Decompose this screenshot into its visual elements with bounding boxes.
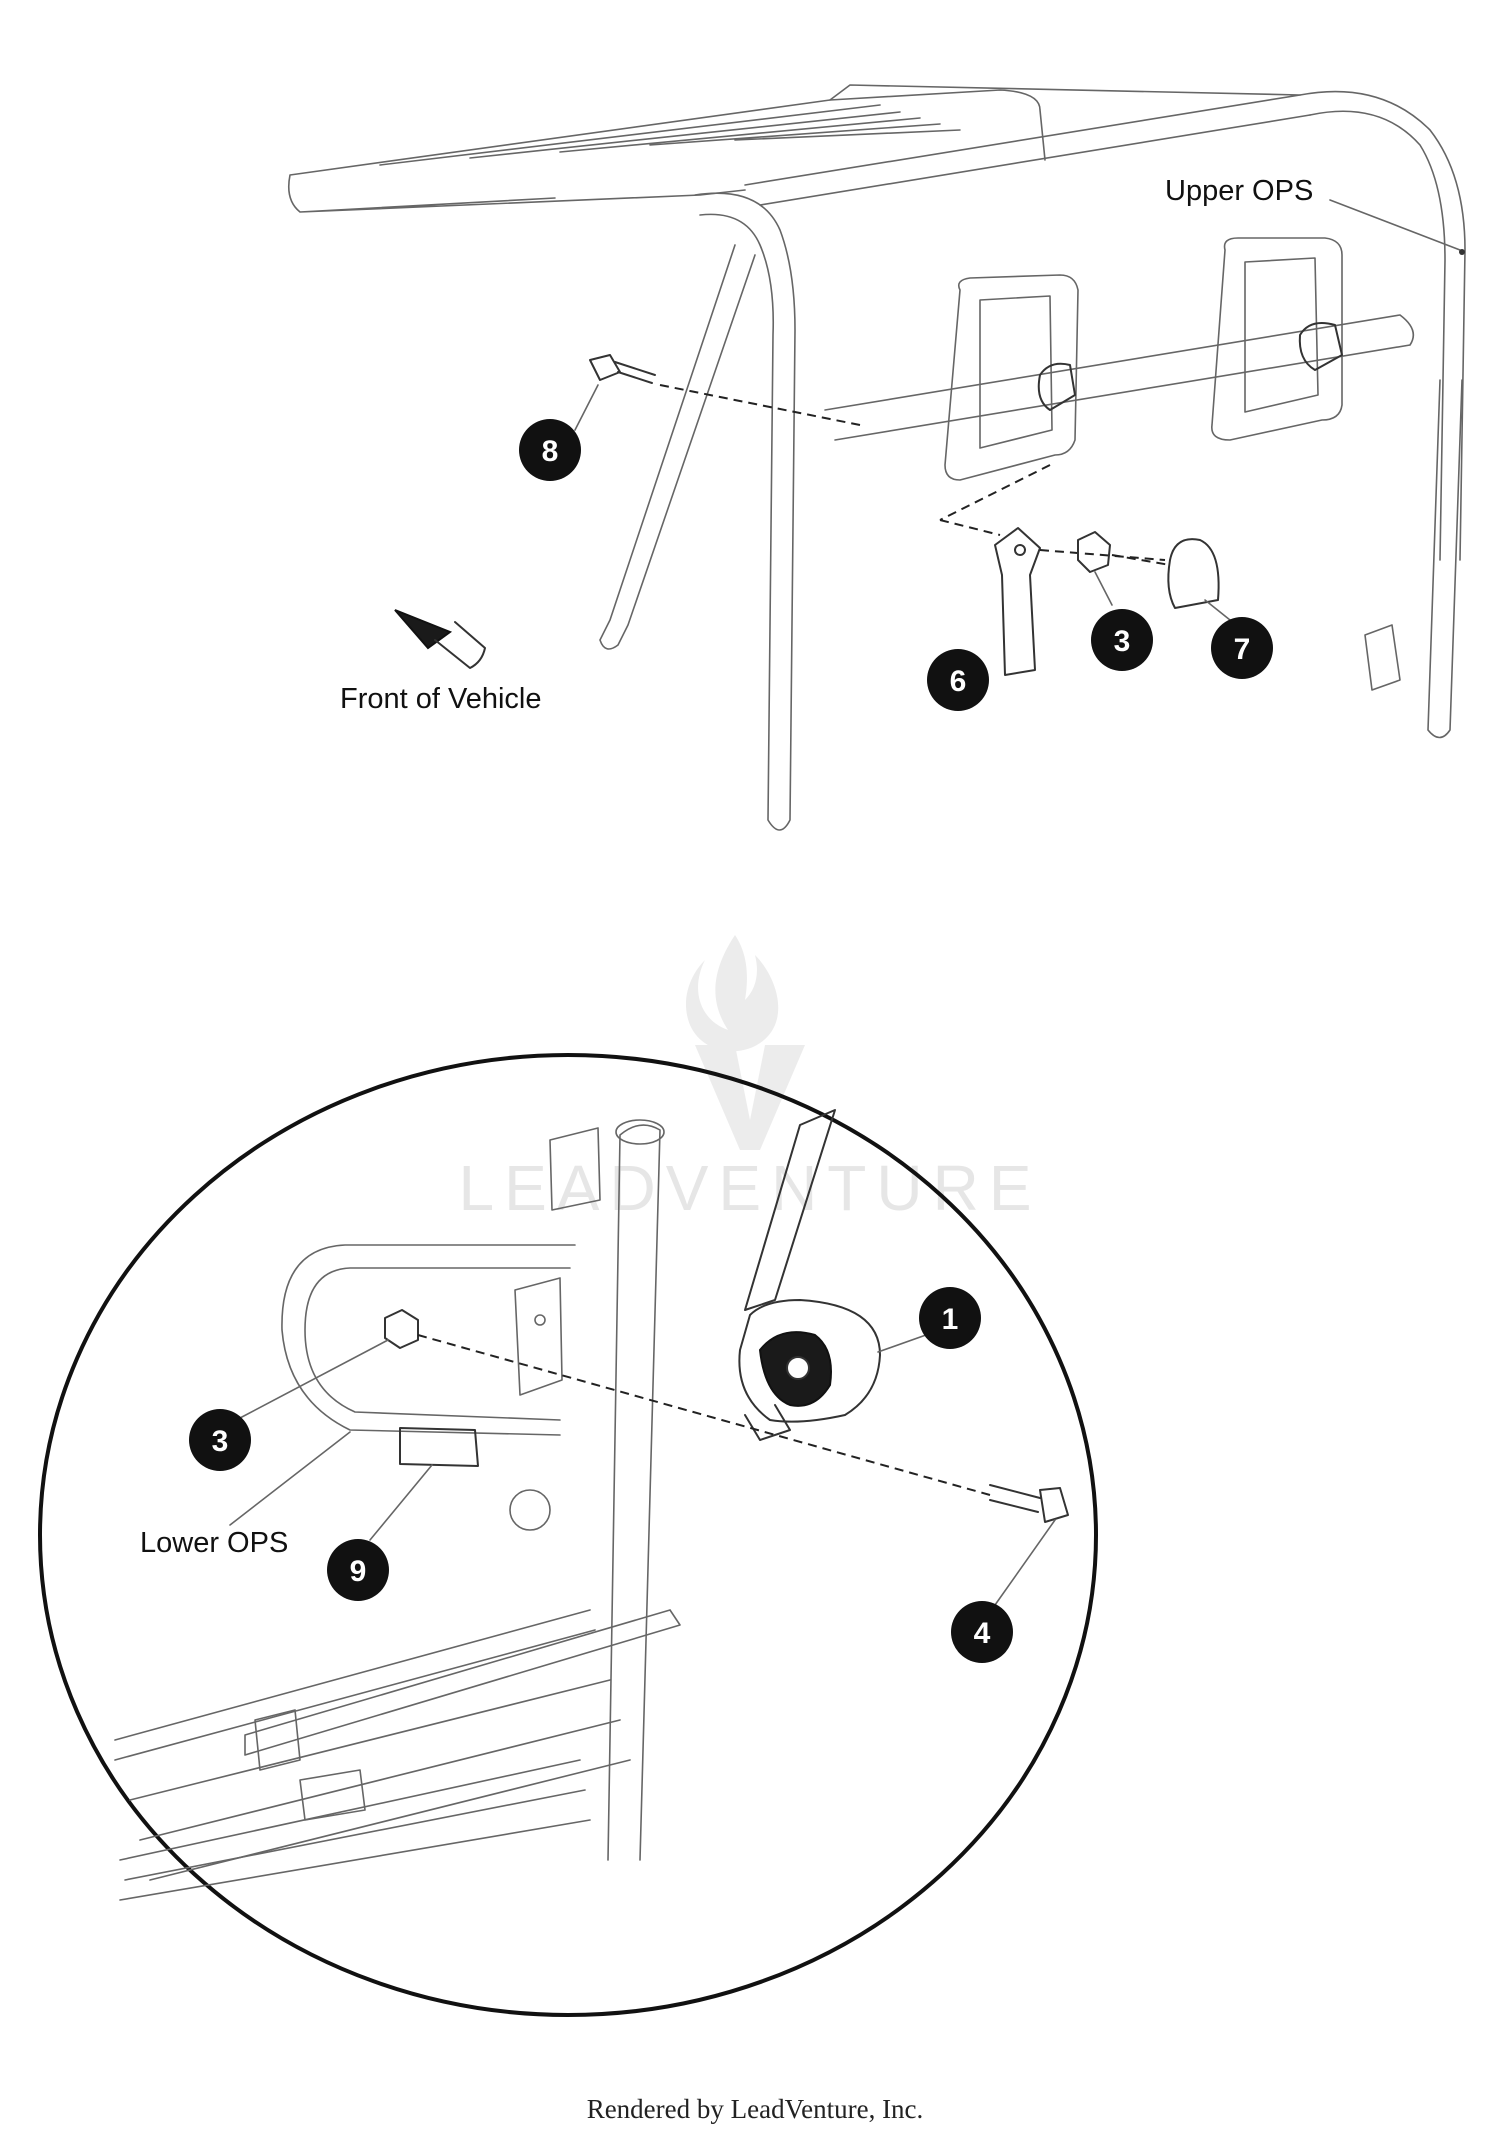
- callout-7-number: 7: [1234, 633, 1251, 666]
- seat-switch-lever: [744, 1404, 791, 1441]
- left-crossbar-clamp: [1037, 362, 1076, 411]
- front-arrow-icon: [394, 609, 453, 650]
- roof-rack-rear-rail: [744, 84, 1311, 206]
- callout-8-leader: [574, 384, 599, 431]
- callout-7-leader: [1204, 599, 1231, 621]
- upper-nut-part: [1077, 531, 1111, 573]
- upper-ops-frame: Upper OPS: [287, 84, 1466, 831]
- callout-4: 4: [951, 1519, 1056, 1663]
- callout-3-lower: 3: [189, 1339, 389, 1471]
- lower-ops-label-group: Lower OPS: [140, 1431, 351, 1559]
- seat-rail-mid: [114, 1609, 631, 1881]
- callout-7: 7: [1204, 599, 1273, 679]
- lower-detail-view: [38, 1053, 1098, 2017]
- callout-9-number: 9: [350, 1555, 367, 1588]
- lower-bolt-part: [989, 1484, 1069, 1523]
- seat-switch-body: [738, 1299, 881, 1423]
- callout-9-leader: [369, 1464, 433, 1541]
- upper-ops-leader: [1329, 199, 1461, 251]
- seat-rail-bracket: [254, 1709, 366, 1821]
- callout-3-upper-number: 3: [1114, 625, 1131, 658]
- left-belt-plate-inner: [979, 295, 1053, 449]
- lower-ops-sleeve: [399, 1427, 479, 1467]
- upper-hardware: [589, 354, 1220, 676]
- right-belt-plate: [1211, 237, 1343, 441]
- watermark: LEADVENTURE: [459, 935, 1042, 1224]
- lower-frame-ring: [509, 1489, 551, 1531]
- lower-nut-part: [384, 1309, 419, 1349]
- watermark-v-shape: [695, 1045, 805, 1150]
- upper-cap-part: [1167, 538, 1220, 609]
- callout-3-upper: 3: [1091, 571, 1153, 671]
- roof-rack-slats: [379, 104, 961, 166]
- seatbelt-strap: [744, 1109, 836, 1311]
- lower-nut-dash: [417, 1334, 991, 1496]
- callout-1-number: 1: [942, 1303, 959, 1336]
- callout-1: 1: [877, 1287, 981, 1353]
- upper-bolt-dash: [659, 384, 861, 426]
- roof-rack-outline: [287, 89, 1046, 213]
- lower-mount-plate: [514, 1277, 563, 1396]
- upper-nut-dash: [1039, 549, 1166, 561]
- seat-rail-top: [244, 1609, 681, 1756]
- left-belt-plate: [944, 274, 1079, 481]
- rear-right-lower-tube: [1427, 379, 1463, 739]
- callout-8-number: 8: [542, 435, 559, 468]
- front-of-vehicle-indicator: Front of Vehicle: [340, 609, 542, 715]
- upper-ops-leader-dot: [1459, 249, 1465, 255]
- upper-ops-label: Upper OPS: [1165, 175, 1313, 207]
- callout-8: 8: [519, 384, 599, 481]
- callout-6-number: 6: [950, 665, 967, 698]
- front-arrow-shaft: [434, 621, 486, 669]
- upper-bracket-part: [994, 527, 1041, 676]
- upper-bolt-part: [589, 354, 656, 384]
- lower-post-bracket: [549, 1127, 601, 1211]
- seat-switch-knob: [786, 1356, 810, 1380]
- callout-9: 9: [327, 1464, 433, 1601]
- upper-cap-dash: [1111, 554, 1171, 566]
- detail-circle: [38, 1053, 1098, 2017]
- crossbar-tube: [824, 314, 1415, 441]
- lower-post-top: [615, 1119, 665, 1145]
- front-of-vehicle-label: Front of Vehicle: [340, 683, 542, 715]
- rear-right-rail: [1299, 90, 1466, 561]
- callout-3-lower-leader: [239, 1339, 389, 1419]
- callout-3-lower-number: 3: [212, 1425, 229, 1458]
- rear-right-bracket: [1364, 624, 1401, 691]
- callout-6: 6: [927, 649, 989, 711]
- upper-bracket-hole: [1014, 544, 1026, 556]
- upper-bracket-dash-2: [939, 519, 1001, 536]
- upper-bracket-dash: [939, 464, 1051, 521]
- front-diagonal-tube: [599, 244, 756, 650]
- right-belt-plate-inner: [1244, 257, 1319, 413]
- callout-3-upper-leader: [1094, 571, 1113, 606]
- lower-mount-hole: [534, 1314, 546, 1326]
- lower-vertical-post: [607, 1124, 661, 1861]
- callout-4-leader: [994, 1519, 1056, 1606]
- lower-ops-tube: [281, 1244, 576, 1436]
- seat-rail-lower: [119, 1759, 591, 1901]
- lower-ops-leader: [229, 1431, 351, 1526]
- callout-4-number: 4: [974, 1617, 991, 1650]
- watermark-text: LEADVENTURE: [459, 1152, 1042, 1224]
- watermark-flame-shape: [685, 935, 779, 1052]
- right-crossbar-clamp: [1298, 322, 1343, 371]
- lower-ops-label: Lower OPS: [140, 1527, 288, 1559]
- credit-text: Rendered by LeadVenture, Inc.: [587, 2094, 924, 2124]
- front-upright-tube: [694, 192, 796, 831]
